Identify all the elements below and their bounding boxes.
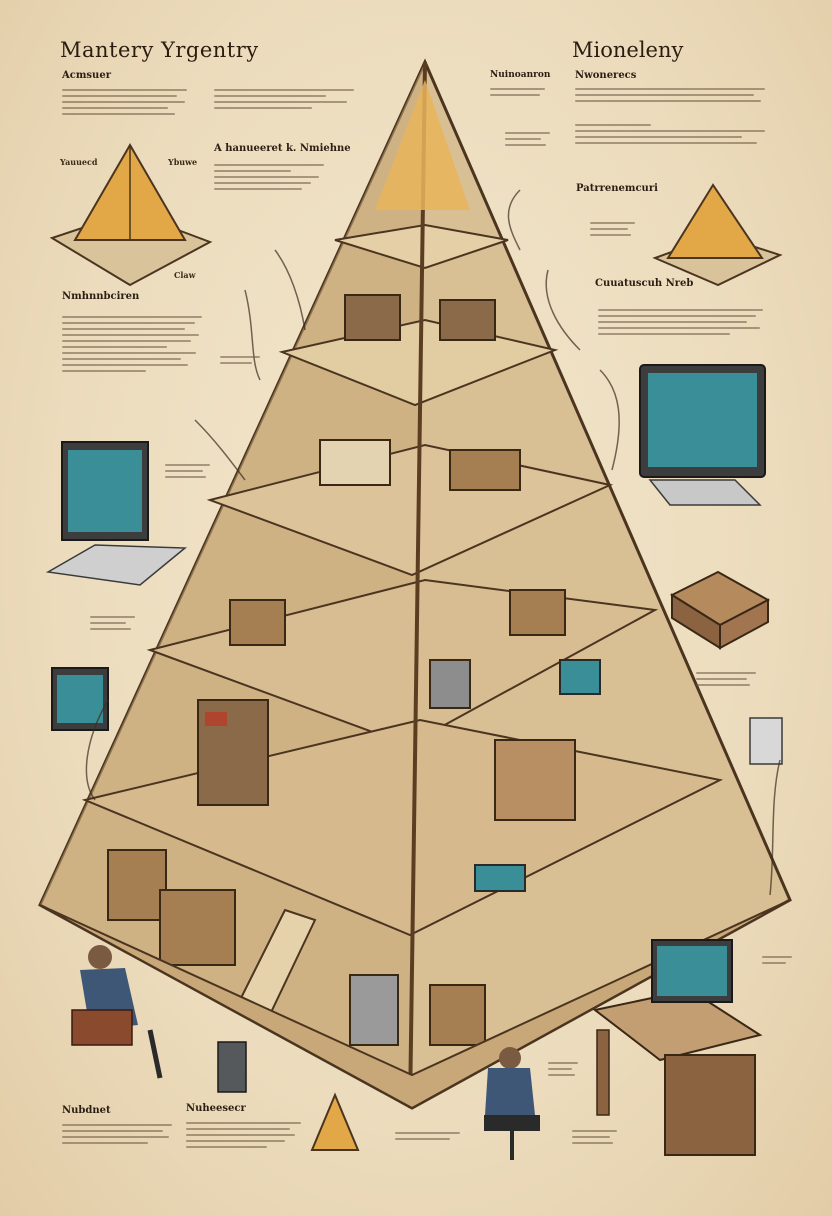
heading-left-side: Nmhnnbciren xyxy=(62,291,140,302)
small-pyramid-left xyxy=(49,143,213,287)
person-seated-center xyxy=(484,1047,540,1160)
heading-bottom-left-1: Nubdnet xyxy=(62,1105,111,1116)
text-block-top-right xyxy=(575,84,765,106)
caption-pyr-left-a: Yauuecd xyxy=(60,157,98,167)
text-block-left-inner xyxy=(220,352,260,368)
title-left: Mantery Yrgentry xyxy=(60,38,259,62)
heading-mid-left: A hanueeret k. Nmiehne xyxy=(214,143,351,154)
text-block-left-laptop xyxy=(165,460,210,482)
heading-top-right: Nwonerecs xyxy=(575,70,637,81)
pc-tower xyxy=(217,1041,247,1093)
text-block-right-4 xyxy=(598,305,763,339)
text-block-bottom-center xyxy=(395,1128,460,1144)
text-block-bottom-left-1 xyxy=(62,1120,172,1148)
text-block-top-left xyxy=(62,85,187,119)
central-pyramid xyxy=(38,58,792,1110)
text-block-pyramid-right-label xyxy=(505,128,550,150)
heading-mid-right-1: Patrrenemcuri xyxy=(576,183,658,194)
text-block-bottom-center-right xyxy=(548,1058,578,1080)
title-right: Mioneleny xyxy=(572,38,684,62)
text-block-right-desk xyxy=(762,952,792,968)
caption-pyr-left-b: Ybuwe xyxy=(168,157,198,167)
text-block-right-2 xyxy=(575,120,765,148)
text-block-top-center-right xyxy=(490,84,545,100)
small-pyramid-right xyxy=(652,183,783,287)
text-block-right-lower xyxy=(696,668,756,690)
laptop-left xyxy=(45,441,188,586)
heading-top-center-left: Nuinoanron xyxy=(490,70,551,80)
heading-mid-right-2: Cuuatuscuh Nreb xyxy=(595,278,694,289)
monitor-small-left xyxy=(51,667,109,731)
text-block-bottom-right xyxy=(572,1126,617,1148)
person-seated-left xyxy=(71,945,163,1079)
wires xyxy=(85,189,781,896)
heading-bottom-left-2: Nuheesecr xyxy=(186,1103,246,1114)
text-block-left-side xyxy=(62,312,202,376)
text-block-bottom-left-2 xyxy=(186,1118,301,1152)
caption-pyr-left-c: Claw xyxy=(174,270,196,280)
small-pyramid-bottom xyxy=(310,1092,360,1151)
crate-right xyxy=(669,570,771,650)
text-block-right-3 xyxy=(590,218,635,240)
monitor-right xyxy=(639,364,766,506)
lamp-right xyxy=(749,717,783,765)
desk-workstation xyxy=(592,939,763,1156)
text-block-top-center xyxy=(214,85,354,113)
heading-top-left: Acmsuer xyxy=(62,70,111,81)
text-block-left-lower xyxy=(90,612,135,634)
text-block-mid-left xyxy=(214,160,324,194)
